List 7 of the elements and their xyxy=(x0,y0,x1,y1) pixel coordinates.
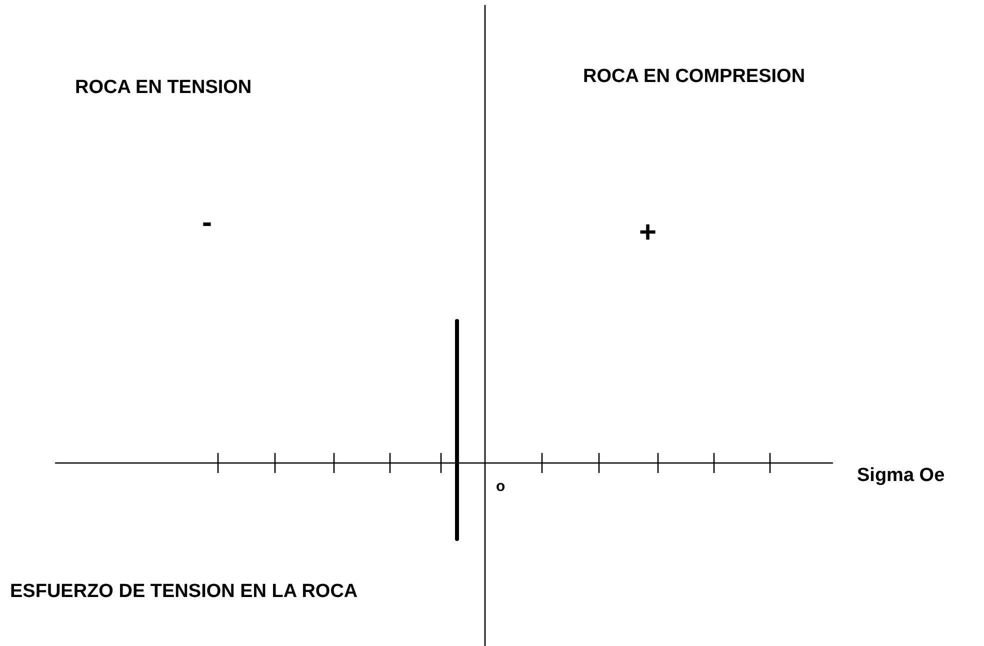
sign-label: - xyxy=(202,208,212,238)
origin-label: o xyxy=(496,477,506,497)
note-text: ESFUERZO DE TENSION EN LA ROCA xyxy=(10,580,359,604)
sign-label: + xyxy=(639,218,657,248)
region-label: ROCA EN TENSION xyxy=(75,76,252,100)
region-label: ROCA EN COMPRESION xyxy=(583,65,806,89)
axis-label: Sigma Oe xyxy=(857,464,945,488)
